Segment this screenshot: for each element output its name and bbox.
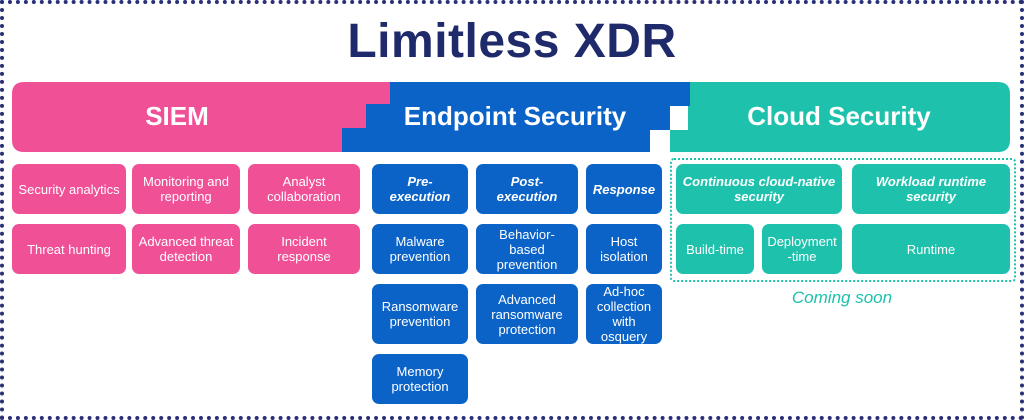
endpoint-band xyxy=(342,82,690,152)
endpoint-ransomware-prevention: Ransomware prevention xyxy=(372,284,468,344)
cloud-runtime: Runtime xyxy=(852,224,1010,274)
siem-security-analytics: Security analytics xyxy=(12,164,126,214)
siem-incident-response: Incident response xyxy=(248,224,360,274)
siem-label: SIEM xyxy=(145,101,209,131)
endpoint-header-post-execution: Post-execution xyxy=(476,164,578,214)
siem-advanced-threat-detection: Advanced threat detection xyxy=(132,224,240,274)
endpoint-header-pre-execution: Pre-execution xyxy=(372,164,468,214)
endpoint-advanced-ransomware-protection: Advanced ransomware protection xyxy=(476,284,578,344)
cloud-build-time: Build-time xyxy=(676,224,754,274)
endpoint-host-isolation: Host isolation xyxy=(586,224,662,274)
siem-analyst-collaboration: Analyst collaboration xyxy=(248,164,360,214)
endpoint-behavior-based-prevention: Behavior-based prevention xyxy=(476,224,578,274)
endpoint-header-response: Response xyxy=(586,164,662,214)
cloud-header-workload: Workload runtime security xyxy=(852,164,1010,214)
endpoint-security-label: Endpoint Security xyxy=(403,101,627,131)
coming-soon-group xyxy=(670,158,1016,282)
endpoint-memory-protection: Memory protection xyxy=(372,354,468,404)
siem-threat-hunting: Threat hunting xyxy=(12,224,126,274)
cloud-header-continuous: Continuous cloud-native security xyxy=(676,164,842,214)
cloud-security-label: Cloud Security xyxy=(747,101,931,131)
cloud-band xyxy=(670,82,1010,152)
coming-soon-note: Coming soon xyxy=(791,288,893,307)
page-title: Limitless XDR xyxy=(347,15,677,68)
endpoint-malware-prevention: Malware prevention xyxy=(372,224,468,274)
siem-band xyxy=(12,82,390,152)
siem-monitoring-reporting: Monitoring and reporting xyxy=(132,164,240,214)
cloud-deployment-time: Deployment -time xyxy=(762,224,842,274)
endpoint-adhoc-collection: Ad-hoc collection with osquery xyxy=(586,284,662,344)
